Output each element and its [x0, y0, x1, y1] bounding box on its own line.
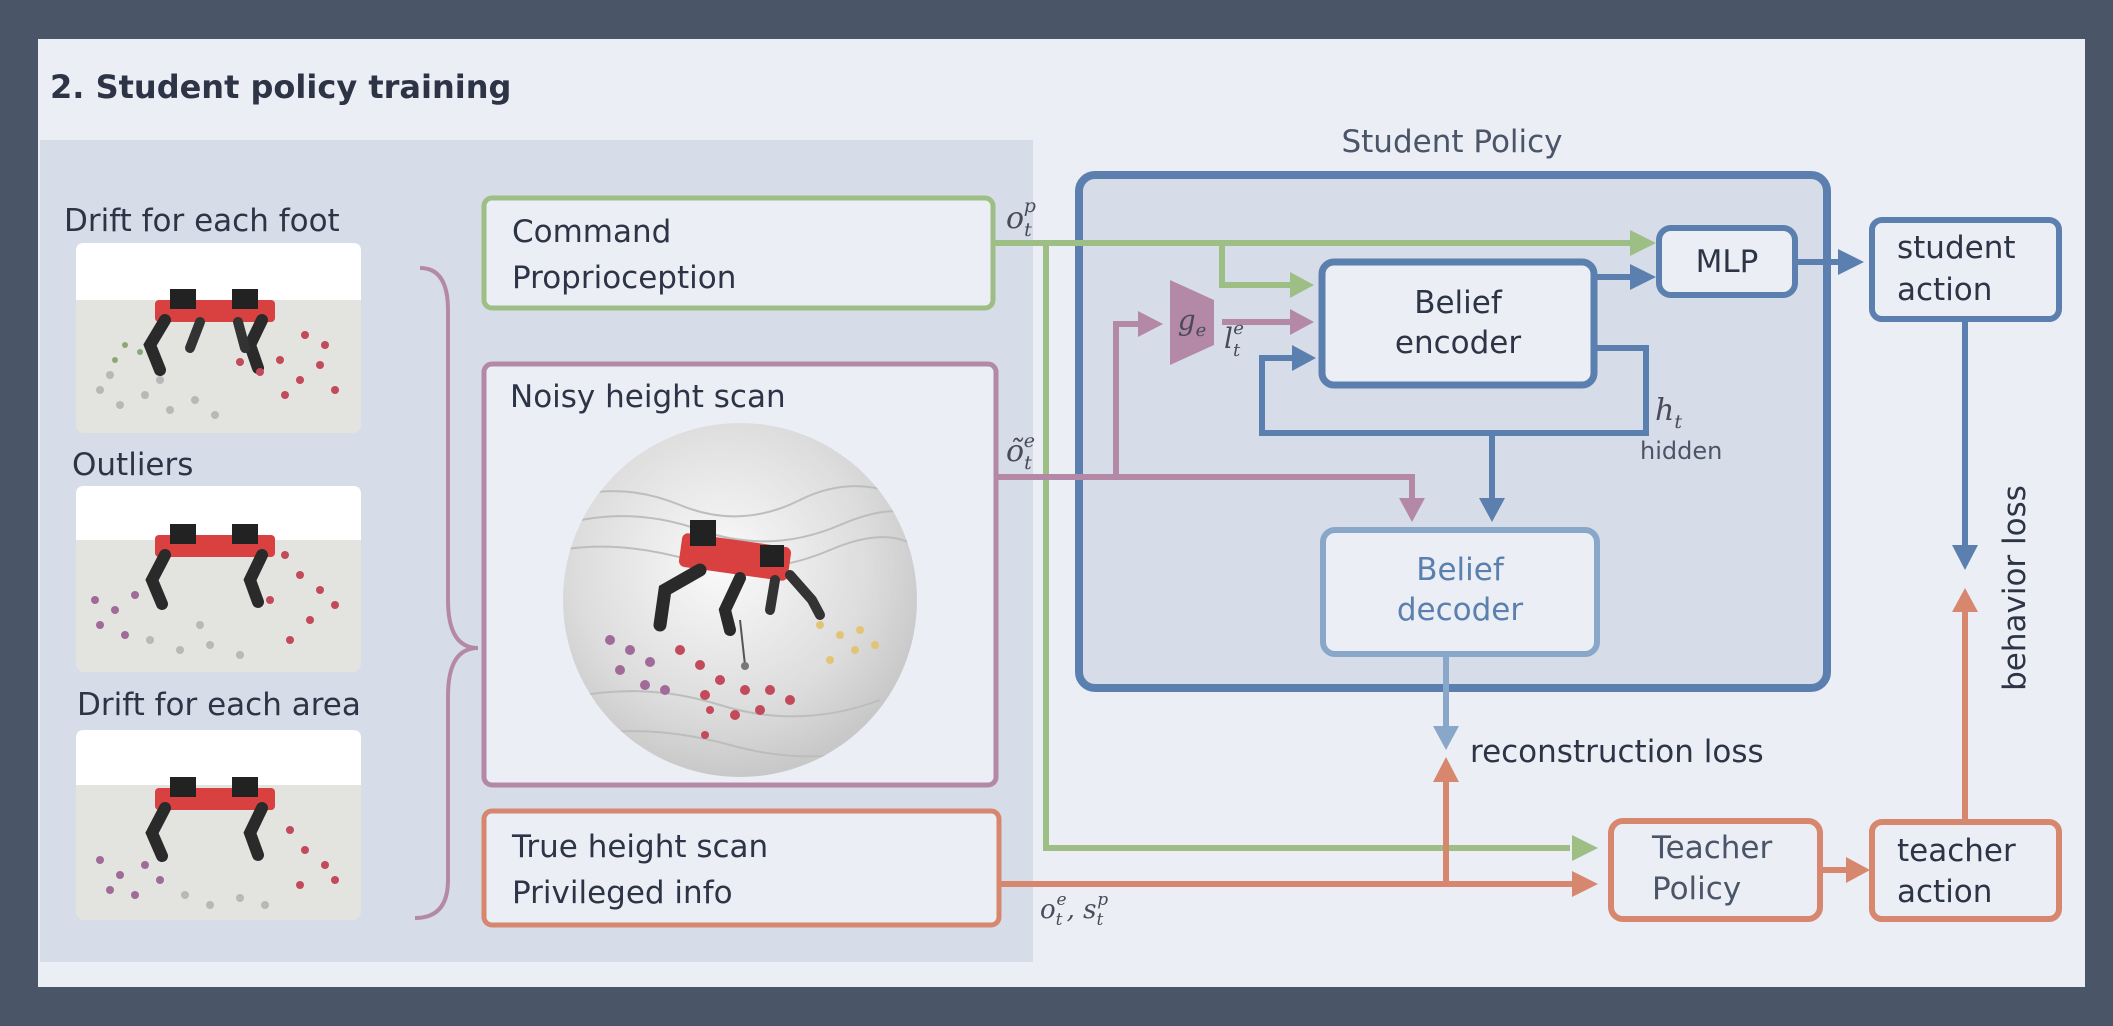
- noise-label-area: Drift for each area: [77, 687, 361, 723]
- student-policy-title: Student Policy: [1341, 124, 1562, 160]
- privileged-arrowheads: [1433, 588, 1978, 897]
- proprioception-arrows: [994, 240, 1630, 851]
- teacher-action-box: teacher action: [1869, 819, 2062, 922]
- blue-arrowheads: [1292, 249, 1978, 570]
- command-box: Command Proprioception: [481, 195, 996, 311]
- privileged-arrows: [999, 612, 1968, 887]
- privileged-math-label: ote, stp: [1040, 890, 1108, 930]
- teacher-policy-line2: Policy: [1652, 871, 1741, 907]
- behavior-loss-label: behavior loss: [1997, 485, 2033, 691]
- noisy-height-scan-box: Noisy height scan: [481, 361, 999, 788]
- ge-symbol: ge: [1178, 304, 1207, 341]
- belief-decoder-line2: decoder: [1397, 592, 1524, 628]
- hidden-state-arrows: [1259, 259, 1968, 545]
- page-title: 2. Student policy training: [50, 68, 511, 106]
- robot-on-terrain: [653, 520, 825, 670]
- noise-label-foot: Drift for each foot: [64, 203, 340, 239]
- true-height-scan-label: True height scan: [511, 829, 768, 865]
- teacher-action-line2: action: [1897, 874, 1992, 910]
- noise-type-foot: Drift for each foot: [64, 203, 361, 433]
- teacher-action-line1: teacher: [1897, 833, 2016, 869]
- teacher-policy-box: Teacher Policy: [1608, 818, 1823, 922]
- reconstruction-loss-label: reconstruction loss: [1470, 734, 1764, 770]
- noise-type-outliers: Outliers: [72, 447, 361, 672]
- noise-label-outliers: Outliers: [72, 447, 193, 483]
- student-action-line2: action: [1897, 272, 1992, 308]
- robot-thumbnail-foot: [76, 243, 361, 433]
- proprioception-arrowheads: [1290, 230, 1656, 861]
- noisy-exteroception-arrowheads: [1138, 309, 1425, 522]
- true-height-scan-box: True height scan Privileged info: [481, 808, 1002, 928]
- teacher-policy-line1: Teacher: [1651, 830, 1773, 866]
- belief-encoder-line2: encoder: [1395, 325, 1521, 361]
- belief-decoder-box: Belief decoder: [1320, 527, 1600, 657]
- belief-encoder-box: Belief encoder: [1318, 258, 1598, 389]
- ge-encoder-shape: [1170, 280, 1214, 365]
- noisy-height-scan-label: Noisy height scan: [510, 379, 786, 415]
- noisy-exteroception-arrows: [996, 319, 1415, 500]
- noise-brace: [414, 266, 479, 920]
- command-label: Command: [512, 214, 671, 250]
- robot-thumbnail-outliers: [76, 486, 361, 672]
- o-t-p-label: otp: [1006, 195, 1036, 241]
- proprioception-label: Proprioception: [512, 260, 736, 296]
- h-t-label: ht: [1655, 393, 1682, 433]
- robot-thumbnail-area: [76, 730, 361, 920]
- mlp-label: MLP: [1696, 244, 1759, 280]
- belief-decoder-line1: Belief: [1416, 552, 1505, 588]
- hidden-label: hidden: [1640, 437, 1722, 465]
- privileged-info-label: Privileged info: [512, 875, 733, 911]
- student-action-line1: student: [1897, 230, 2016, 266]
- noise-type-area: Drift for each area: [76, 687, 361, 920]
- student-action-box: student action: [1869, 217, 2062, 322]
- otilde-t-e-label: õte: [1006, 430, 1035, 474]
- belief-encoder-line1: Belief: [1414, 285, 1503, 321]
- mlp-box: MLP: [1656, 225, 1798, 298]
- l-t-e-label: lte: [1224, 318, 1244, 361]
- decoder-output-arrowhead: [1433, 726, 1459, 750]
